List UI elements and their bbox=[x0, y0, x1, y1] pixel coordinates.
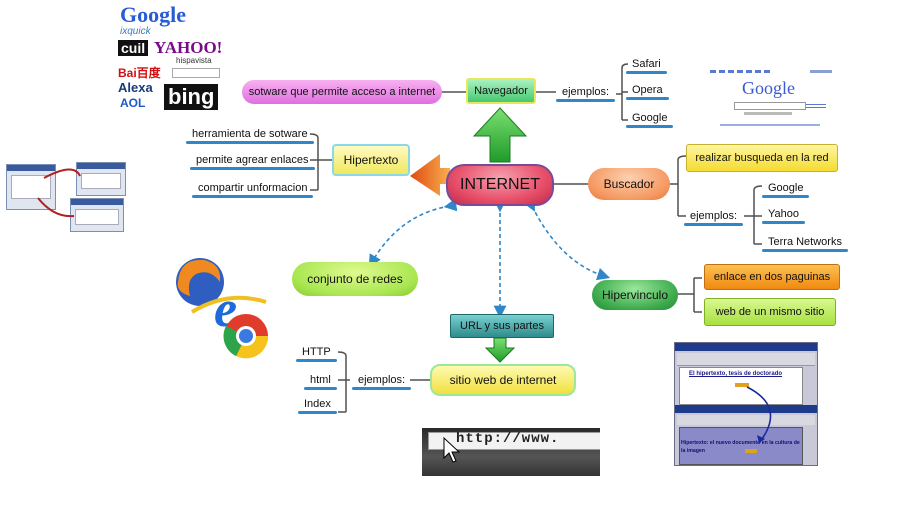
buscador-ejemplos-label: ejemplos: bbox=[683, 210, 744, 226]
central-node-internet[interactable]: INTERNET bbox=[446, 164, 554, 206]
node-buscador[interactable]: Buscador bbox=[588, 168, 670, 200]
hipertexto-item-herramienta: herramienta de sotware bbox=[186, 128, 314, 144]
google-logo: Google bbox=[120, 2, 186, 27]
sitio-example-html: html bbox=[304, 374, 337, 390]
doc-window-3 bbox=[70, 198, 124, 232]
baidu-logo: Bai百度 bbox=[118, 66, 161, 80]
node-url-y-sus-partes[interactable]: URL y sus partes bbox=[450, 314, 554, 338]
thesis-title: El hipertexto, tesis de doctorado bbox=[689, 371, 783, 377]
hipertexto-item-compartir: compartir unformacion bbox=[191, 182, 314, 198]
arrow-left-body bbox=[410, 154, 450, 196]
arrow-up-to-navegador bbox=[472, 107, 528, 163]
wire-sitio-bracket bbox=[337, 351, 350, 413]
node-navegador[interactable]: Navegador bbox=[466, 78, 536, 104]
thesis-link-arrow bbox=[746, 386, 772, 444]
bing-logo: bing bbox=[164, 84, 219, 110]
node-navegador-description[interactable]: sotware que permite acceso a internet bbox=[242, 80, 442, 104]
alexa-logo: Alexa bbox=[118, 80, 153, 95]
hypertext-thesis-image: El hipertexto, tesis de doctorado Hipert… bbox=[674, 342, 818, 466]
navegador-example-safari: Safari bbox=[626, 58, 667, 74]
sitio-example-http: HTTP bbox=[296, 346, 337, 362]
cuil-logo: cuil bbox=[118, 40, 149, 56]
node-hipertexto[interactable]: Hipertexto bbox=[332, 144, 410, 176]
wire-hipervinculo-bracket bbox=[676, 277, 702, 313]
buscador-example-google: Google bbox=[761, 182, 811, 198]
node-sitio-web[interactable]: sitio web de internet bbox=[430, 364, 576, 396]
hypertext-documents-image bbox=[4, 158, 126, 232]
buscador-example-terra: Terra Networks bbox=[762, 236, 848, 252]
browser-logos: e bbox=[170, 252, 278, 362]
wire-hipertexto-bracket bbox=[309, 133, 332, 191]
hyperlink-curves bbox=[37, 168, 81, 218]
google-homepage-image: Google bbox=[706, 68, 836, 134]
sitio-example-index: Index bbox=[298, 398, 337, 414]
wire-nav-examples-bracket bbox=[616, 63, 629, 121]
sitio-ejemplos-label: ejemplos: bbox=[351, 374, 412, 390]
thesis-subtitle: Hipertexto: el nuevo documento en la cul… bbox=[681, 440, 800, 454]
node-hipervinculo[interactable]: Hipervinculo bbox=[592, 280, 678, 310]
hipertexto-item-enlaces: permite agrear enlaces bbox=[190, 154, 315, 170]
node-hipervinculo-enlace[interactable]: enlace en dos paguinas bbox=[704, 264, 840, 290]
node-buscador-description[interactable]: realizar busqueda en la red bbox=[686, 144, 838, 172]
node-hipervinculo-web[interactable]: web de un mismo sitio bbox=[704, 298, 836, 326]
aol-logo: AOL bbox=[120, 96, 146, 110]
doc-window-2 bbox=[76, 162, 126, 196]
yahoo-logo: YAHOO! bbox=[154, 38, 223, 57]
cursor-icon bbox=[443, 436, 461, 463]
hispavista-logo: hispavista bbox=[176, 56, 212, 65]
dashed-link-conjunto bbox=[368, 198, 458, 268]
firefox-ie-chrome-icons: e bbox=[176, 258, 269, 359]
navegador-ejemplos-label: ejemplos: bbox=[555, 86, 616, 102]
search-box-mini bbox=[172, 68, 220, 78]
arrow-down-to-sitio bbox=[484, 337, 516, 363]
doc-window-1 bbox=[6, 164, 56, 210]
node-conjunto-de-redes[interactable]: conjunto de redes bbox=[292, 262, 418, 296]
url-bar-image: http://www. bbox=[422, 428, 600, 476]
wire-buscador-examples-bracket bbox=[744, 185, 763, 245]
navegador-example-opera: Opera bbox=[626, 84, 669, 100]
wire-buscador-bracket bbox=[668, 155, 687, 217]
search-engine-logos: Google ixquick cuil YAHOO! hispavista Ba… bbox=[116, 2, 228, 110]
google-home-logo: Google bbox=[742, 78, 795, 98]
url-text: http://www. bbox=[456, 431, 560, 447]
navegador-example-google: Google bbox=[625, 112, 675, 128]
dashed-link-hipervinculo bbox=[523, 197, 611, 281]
buscador-example-yahoo: Yahoo bbox=[762, 208, 805, 224]
ixquick-logo: ixquick bbox=[120, 26, 151, 37]
